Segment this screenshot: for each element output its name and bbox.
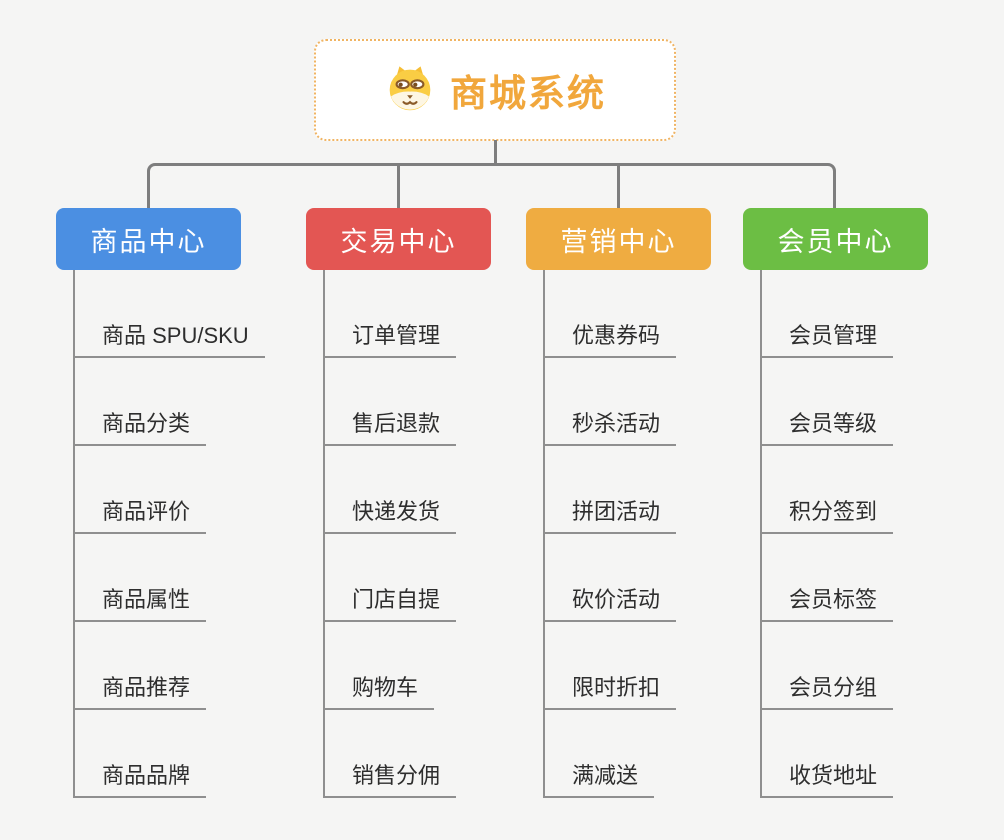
leaf-topic[interactable]: 会员管理 — [762, 318, 894, 358]
root-title: 商城系统 — [450, 73, 606, 114]
leaf-topic[interactable]: 砍价活动 — [545, 582, 677, 622]
root-node[interactable]: 商城系统 — [314, 39, 676, 141]
leaf-row: 商品 SPU/SKU — [75, 270, 265, 358]
leaf-topic[interactable]: 商品分类 — [75, 406, 207, 446]
leaf-row: 门店自提 — [325, 534, 457, 622]
leaf-topic[interactable]: 会员标签 — [762, 582, 894, 622]
branch-node-trade-center[interactable]: 交易中心 — [306, 208, 491, 270]
leaf-row: 会员管理 — [762, 270, 894, 358]
leaf-row: 商品分类 — [75, 358, 265, 446]
leaf-topic[interactable]: 收货地址 — [762, 758, 894, 798]
leaf-topic[interactable]: 商品评价 — [75, 494, 207, 534]
connector-stem — [494, 140, 497, 163]
leaf-row: 会员分组 — [762, 622, 894, 710]
branch-list-product-center: 商品 SPU/SKU 商品分类 商品评价 商品属性 商品推荐 商品品牌 — [73, 270, 265, 798]
connector-drop-2 — [397, 163, 400, 208]
branch-list-marketing-center: 优惠券码 秒杀活动 拼团活动 砍价活动 限时折扣 满减送 — [543, 270, 677, 798]
leaf-row: 订单管理 — [325, 270, 457, 358]
leaf-row: 销售分佣 — [325, 710, 457, 798]
leaf-row: 秒杀活动 — [545, 358, 677, 446]
leaf-topic[interactable]: 满减送 — [545, 758, 655, 798]
branch-node-marketing-center[interactable]: 营销中心 — [526, 208, 711, 270]
leaf-topic[interactable]: 订单管理 — [325, 318, 457, 358]
leaf-row: 商品推荐 — [75, 622, 265, 710]
branch-node-member-center[interactable]: 会员中心 — [743, 208, 928, 270]
leaf-row: 收货地址 — [762, 710, 894, 798]
leaf-topic[interactable]: 购物车 — [325, 670, 435, 710]
dog-face-icon — [384, 63, 436, 117]
leaf-topic[interactable]: 商品属性 — [75, 582, 207, 622]
leaf-row: 会员等级 — [762, 358, 894, 446]
leaf-topic[interactable]: 销售分佣 — [325, 758, 457, 798]
leaf-row: 商品评价 — [75, 446, 265, 534]
leaf-row: 积分签到 — [762, 446, 894, 534]
leaf-row: 售后退款 — [325, 358, 457, 446]
leaf-topic[interactable]: 快递发货 — [325, 494, 457, 534]
branch-list-member-center: 会员管理 会员等级 积分签到 会员标签 会员分组 收货地址 — [760, 270, 894, 798]
leaf-topic[interactable]: 秒杀活动 — [545, 406, 677, 446]
leaf-topic[interactable]: 优惠券码 — [545, 318, 677, 358]
leaf-topic[interactable]: 商品 SPU/SKU — [75, 318, 265, 358]
leaf-row: 满减送 — [545, 710, 676, 798]
leaf-topic[interactable]: 会员分组 — [762, 670, 894, 710]
leaf-topic[interactable]: 商品品牌 — [75, 758, 207, 798]
leaf-topic[interactable]: 售后退款 — [325, 406, 457, 446]
leaf-row: 会员标签 — [762, 534, 894, 622]
leaf-row: 商品品牌 — [75, 710, 265, 798]
connector-bracket — [147, 163, 836, 208]
leaf-row: 购物车 — [325, 622, 456, 710]
leaf-topic[interactable]: 门店自提 — [325, 582, 457, 622]
leaf-topic[interactable]: 限时折扣 — [545, 670, 677, 710]
branch-list-trade-center: 订单管理 售后退款 快递发货 门店自提 购物车 销售分佣 — [323, 270, 457, 798]
leaf-row: 限时折扣 — [545, 622, 677, 710]
connector-drop-3 — [617, 163, 620, 208]
leaf-row: 优惠券码 — [545, 270, 677, 358]
leaf-topic[interactable]: 会员等级 — [762, 406, 894, 446]
leaf-topic[interactable]: 商品推荐 — [75, 670, 207, 710]
leaf-row: 拼团活动 — [545, 446, 677, 534]
leaf-row: 砍价活动 — [545, 534, 677, 622]
leaf-row: 商品属性 — [75, 534, 265, 622]
branch-node-product-center[interactable]: 商品中心 — [56, 208, 241, 270]
leaf-topic[interactable]: 积分签到 — [762, 494, 894, 534]
leaf-topic[interactable]: 拼团活动 — [545, 494, 677, 534]
leaf-row: 快递发货 — [325, 446, 457, 534]
